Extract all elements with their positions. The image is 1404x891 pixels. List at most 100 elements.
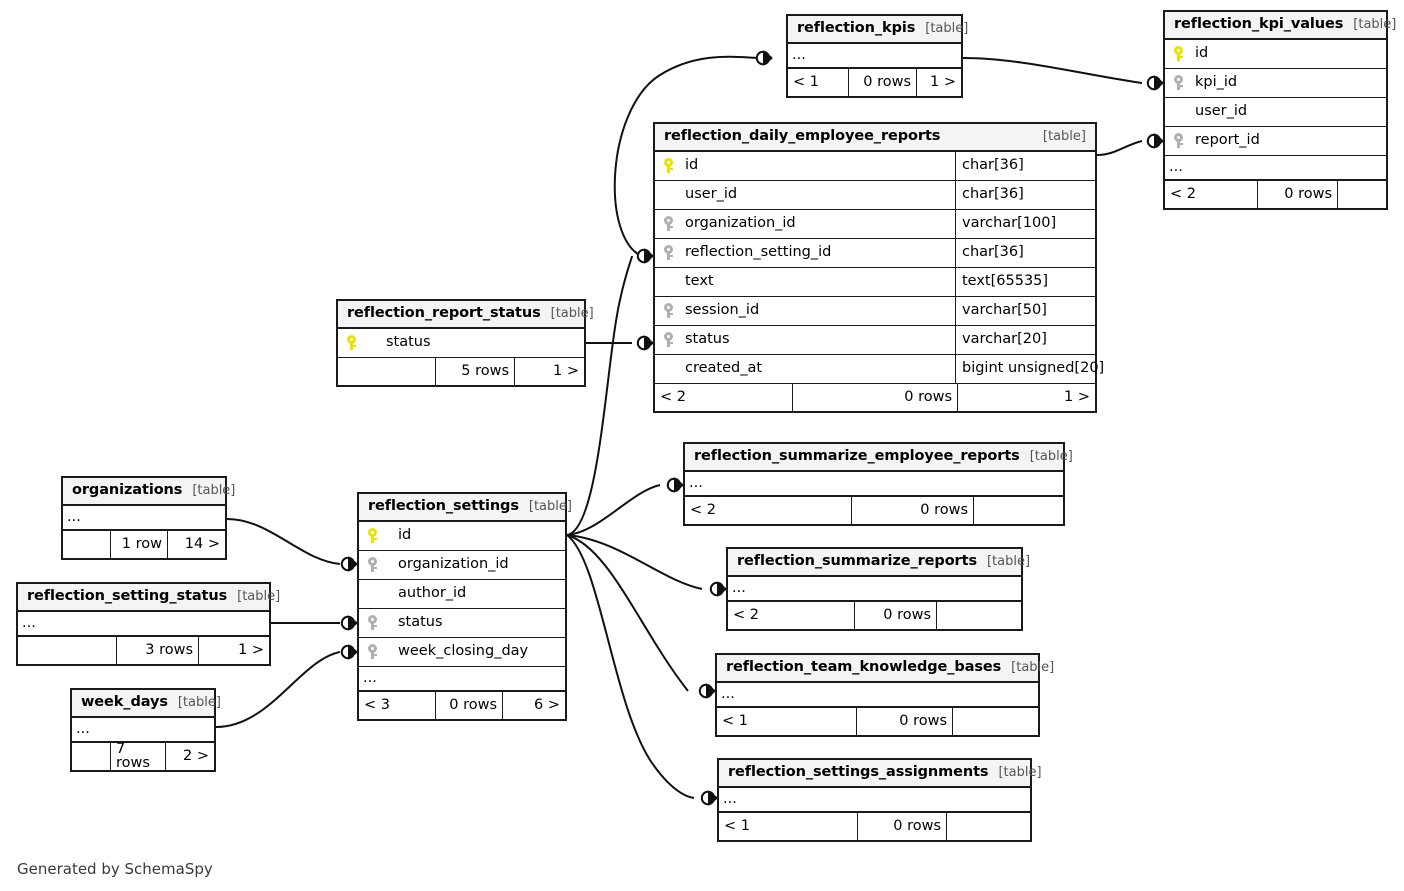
foreign-key-icon <box>359 644 385 659</box>
column-row[interactable]: status <box>338 329 584 358</box>
column-row[interactable]: created_at bigint unsigned[20] <box>655 354 1104 384</box>
table-name: reflection_team_knowledge_bases <box>726 659 1002 675</box>
column-name: status <box>386 335 431 350</box>
column-row[interactable]: author_id <box>359 580 565 609</box>
edge-settings-to-settings-assignments <box>566 534 695 799</box>
column-row[interactable]: week_closing_day <box>359 638 565 667</box>
column-name: session_id <box>685 303 760 318</box>
table-organizations[interactable]: organizations [table] ... 1 row 14 > <box>61 476 235 560</box>
footer-row-count: 0 rows <box>792 383 958 411</box>
column-row[interactable]: id <box>1165 40 1386 69</box>
table-name: reflection_daily_employee_reports <box>664 128 941 144</box>
column-row[interactable]: text text[65535] <box>655 267 1095 297</box>
column-type: char[36] <box>955 238 1095 267</box>
table-reflection-summarize-reports[interactable]: reflection_summarize_reports [table] ...… <box>726 547 1030 631</box>
primary-key-icon <box>655 158 681 173</box>
column-name: user_id <box>1195 104 1248 119</box>
column-name: user_id <box>685 187 738 202</box>
edge-organizations-to-settings <box>226 518 341 565</box>
column-name: week_closing_day <box>398 644 529 659</box>
table-reflection-settings[interactable]: reflection_settings [table] id organizat… <box>357 492 572 721</box>
foreign-key-icon <box>359 557 385 572</box>
table-name: reflection_summarize_employee_reports <box>694 448 1020 464</box>
table-kind-label: [table] <box>1011 660 1055 675</box>
column-row[interactable]: organization_id varchar[100] <box>655 209 1095 239</box>
table-reflection-kpis[interactable]: reflection_kpis [table] ... < 1 0 rows 1… <box>786 14 968 98</box>
foreign-key-icon <box>1165 133 1191 148</box>
table-reflection-team-knowledge-bases[interactable]: reflection_team_knowledge_bases [table] … <box>715 653 1054 737</box>
table-reflection-summarize-employee-reports[interactable]: reflection_summarize_employee_reports [t… <box>683 442 1073 526</box>
foreign-key-icon <box>655 332 681 347</box>
column-name: created_at <box>685 361 763 376</box>
column-name: reflection_setting_id <box>685 245 832 260</box>
table-footer: 7 rows 2 > <box>72 741 214 770</box>
table-footer: 5 rows 1 > <box>338 357 584 385</box>
columns-ellipsis: ... <box>1165 156 1386 181</box>
footer-outgoing-count: 1 > <box>930 73 956 90</box>
column-name: id <box>398 528 412 543</box>
edge-kpis-to-kpi-values <box>962 57 1143 84</box>
column-type: text[65535] <box>955 267 1095 296</box>
column-row[interactable]: status varchar[20] <box>655 325 1095 355</box>
table-name: reflection_kpis <box>797 20 916 36</box>
column-row[interactable]: id char[36] <box>655 151 1095 181</box>
footer-row-count: 0 rows <box>854 601 937 629</box>
table-reflection-setting-status[interactable]: reflection_setting_status [table] ... 3 … <box>16 582 280 666</box>
footer-outgoing-count <box>1338 181 1386 208</box>
footer-row-count: 0 rows <box>857 812 947 840</box>
table-name: reflection_summarize_reports <box>737 553 977 569</box>
footer-outgoing-count: 1 > <box>1064 388 1090 405</box>
columns-ellipsis: ... <box>717 683 1038 708</box>
table-title: reflection_settings [table] <box>359 494 572 522</box>
table-title: reflection_report_status [table] <box>338 301 594 329</box>
table-title: reflection_summarize_reports [table] <box>728 549 1030 577</box>
column-name: organization_id <box>685 216 796 231</box>
table-reflection-settings-assignments[interactable]: reflection_settings_assignments [table] … <box>717 758 1042 842</box>
column-row[interactable]: user_id <box>1165 98 1386 127</box>
edge-settings-to-team-knowledge-bases <box>566 534 689 692</box>
table-reflection-daily-employee-reports[interactable]: reflection_daily_employee_reports [table… <box>653 122 1104 413</box>
table-footer: < 2 0 rows <box>1165 180 1386 208</box>
column-row[interactable]: kpi_id <box>1165 69 1386 98</box>
footer-outgoing-count: 1 > <box>553 362 579 379</box>
footer-row-count: 0 rows <box>848 68 917 96</box>
edge-settings-to-summarize-employee-reports <box>566 484 661 536</box>
footer-incoming-count <box>338 358 435 385</box>
column-type: char[36] <box>955 180 1095 209</box>
foreign-key-icon <box>655 245 681 260</box>
table-kind-label: [table] <box>237 589 281 604</box>
column-row[interactable]: id <box>359 522 565 551</box>
table-footer: 3 rows 1 > <box>18 636 269 664</box>
table-title: organizations [table] <box>63 478 235 506</box>
table-footer: < 2 0 rows <box>728 601 1021 629</box>
footer-row-count: 0 rows <box>851 496 974 524</box>
column-row[interactable]: reflection_setting_id char[36] <box>655 238 1095 268</box>
column-row[interactable]: status <box>359 609 565 638</box>
table-reflection-kpi-values[interactable]: reflection_kpi_values [table] id kpi_id … <box>1163 10 1396 210</box>
table-week-days[interactable]: week_days [table] ... 7 rows 2 > <box>70 688 221 772</box>
footer-outgoing-count <box>953 708 1038 735</box>
footer-row-count: 7 rows <box>110 741 166 770</box>
column-row[interactable]: session_id varchar[50] <box>655 296 1095 326</box>
table-footer: < 1 0 rows <box>719 812 1030 840</box>
column-row[interactable]: report_id <box>1165 127 1386 156</box>
columns-ellipsis: ... <box>788 44 961 69</box>
table-kind-label: [table] <box>550 306 594 321</box>
table-reflection-report-status[interactable]: reflection_report_status [table] status … <box>336 299 594 387</box>
footer-incoming-count: < 2 <box>690 501 716 518</box>
column-row[interactable]: organization_id <box>359 551 565 580</box>
table-title: reflection_team_knowledge_bases [table] <box>717 655 1054 683</box>
column-row[interactable]: user_id char[36] <box>655 180 1095 210</box>
primary-key-icon <box>1165 46 1191 61</box>
edge-daily-reports-to-kpi-values <box>1096 140 1143 156</box>
table-kind-label: [table] <box>998 765 1042 780</box>
table-kind-label: [table] <box>925 21 969 36</box>
footer-row-count: 0 rows <box>435 691 503 719</box>
column-name: report_id <box>1195 133 1260 148</box>
table-footer: < 2 0 rows 1 > <box>655 383 1095 411</box>
footer-incoming-count: < 3 <box>364 696 390 713</box>
table-name: reflection_settings <box>368 498 519 514</box>
table-kind-label: [table] <box>192 483 236 498</box>
table-name: reflection_report_status <box>347 305 541 321</box>
